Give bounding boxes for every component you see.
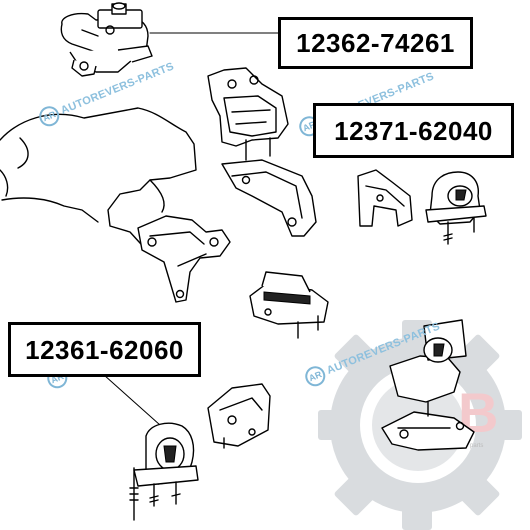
lower-bracket <box>207 383 271 449</box>
leader-lines <box>103 32 279 426</box>
mount-assembly-bottom-right <box>381 319 475 451</box>
left-bracket <box>137 215 231 303</box>
upper-bracket <box>207 67 317 237</box>
mount-12361-62060 <box>129 422 199 521</box>
svg-text:parts: parts <box>470 443 483 449</box>
center-mount <box>249 271 329 339</box>
mount-12362-74261 <box>60 2 153 77</box>
mount-12371-62040 <box>357 169 487 245</box>
engine-outline <box>0 107 197 269</box>
part-number-label-top: 12362-74261 <box>278 17 473 69</box>
part-number-label-left: 12361-62060 <box>8 322 201 377</box>
part-number-label-middle: 12371-62040 <box>313 103 514 158</box>
